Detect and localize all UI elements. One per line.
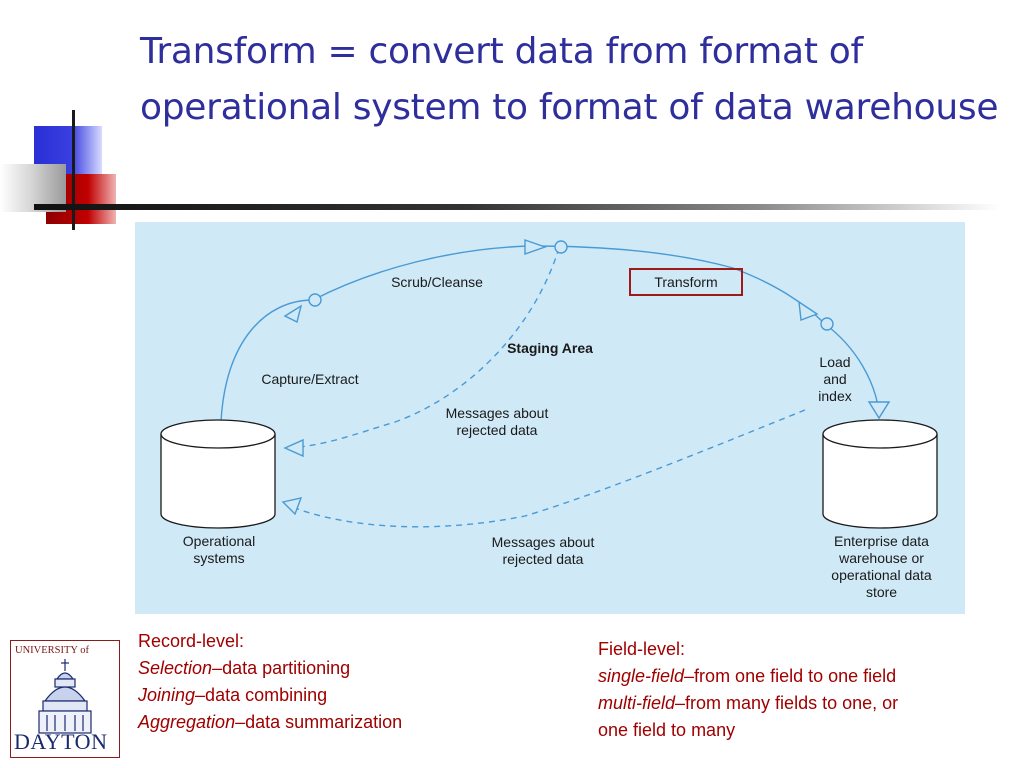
arrow-scrub bbox=[524, 239, 548, 255]
field-level-tail: one field to many bbox=[598, 720, 736, 740]
cylinder-operational-top bbox=[160, 419, 276, 449]
cylinder-operational-body bbox=[160, 434, 276, 529]
record-level-item: Joining–data combining bbox=[138, 685, 328, 705]
logo-top-text: UNIVERSITY of bbox=[15, 645, 89, 656]
arrow-reject-bottom bbox=[281, 497, 303, 516]
node-scrub bbox=[554, 240, 568, 254]
record-level-item: Aggregation–data summarization bbox=[138, 712, 403, 732]
node-capture bbox=[308, 293, 322, 307]
reject-flow-bottom bbox=[284, 409, 806, 528]
node-transform bbox=[820, 317, 834, 331]
field-level-item: single-field–from one field to one field bbox=[598, 666, 897, 686]
title-underline bbox=[34, 204, 1000, 210]
diagram-flow-lines bbox=[160, 239, 938, 529]
label-staging-area: Staging Area bbox=[507, 340, 593, 356]
transform-highlight-box bbox=[629, 268, 743, 296]
label-load-and-index: Load and index bbox=[818, 354, 852, 404]
reject-flow-top bbox=[286, 247, 560, 449]
decor-vertical-line bbox=[72, 110, 75, 230]
etl-diagram: Scrub/Cleanse Transform Staging Area Cap… bbox=[135, 222, 965, 614]
chapel-dome-icon bbox=[38, 659, 92, 734]
record-level-heading: Record-level: bbox=[138, 631, 245, 651]
label-messages-top: Messages about rejected data bbox=[445, 405, 549, 438]
label-capture-extract: Capture/Extract bbox=[261, 371, 359, 387]
field-level-heading: Field-level: bbox=[598, 639, 686, 659]
arrow-transform bbox=[798, 300, 819, 321]
record-level-notes: Record-level: Selection–data partitionin… bbox=[138, 628, 518, 736]
label-scrub-cleanse: Scrub/Cleanse bbox=[391, 274, 483, 290]
arrow-reject-top bbox=[283, 438, 304, 458]
label-messages-bottom: Messages about rejected data bbox=[491, 534, 595, 567]
label-enterprise-store: Enterprise data warehouse or operational… bbox=[831, 533, 932, 600]
field-level-item: multi-field–from many fields to one, or bbox=[598, 693, 899, 713]
label-operational-systems: Operational systems bbox=[182, 533, 256, 566]
record-level-item: Selection–data partitioning bbox=[138, 658, 351, 678]
logo-bottom-text: DAYTON bbox=[14, 729, 108, 754]
university-logo: UNIVERSITY of DAYTON bbox=[10, 640, 120, 758]
cylinder-enterprise-body bbox=[822, 434, 938, 529]
arrow-load bbox=[867, 401, 891, 420]
cylinder-enterprise-top bbox=[822, 419, 938, 449]
slide-title: Transform = convert data from format of … bbox=[140, 31, 999, 128]
arrow-capture bbox=[283, 304, 303, 324]
label-transform: Transform bbox=[654, 274, 718, 290]
field-level-notes: Field-level: single-field–from one field… bbox=[598, 636, 1008, 744]
